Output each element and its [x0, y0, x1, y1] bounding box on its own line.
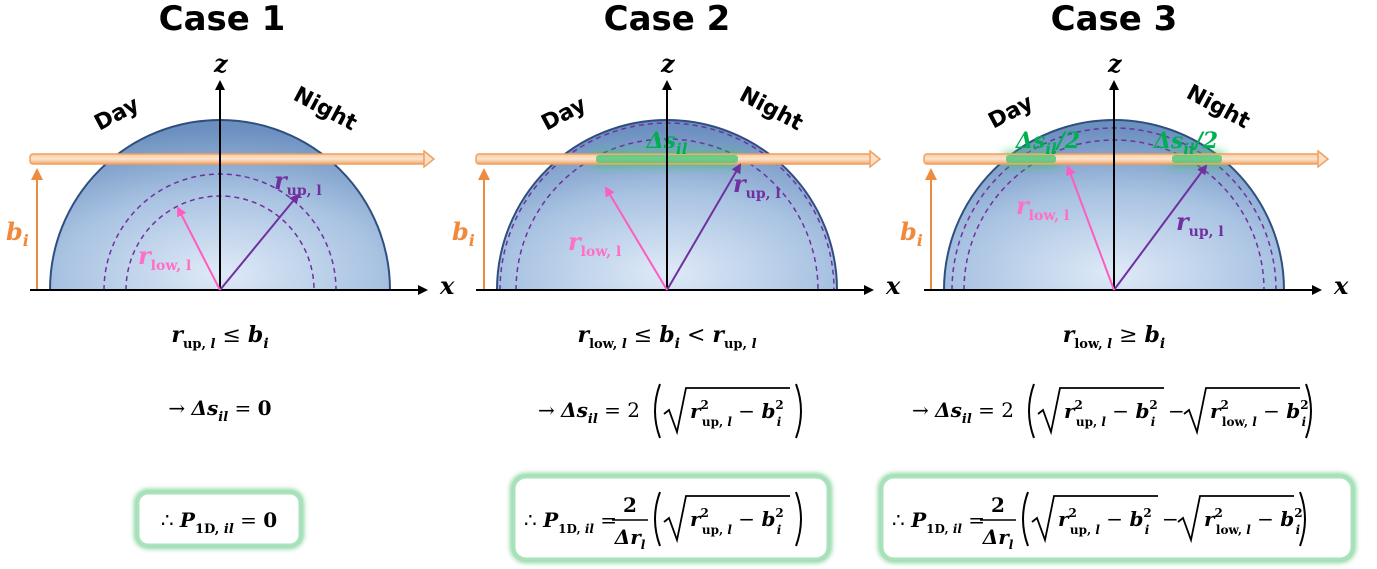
impact-parameter-label: bi [900, 217, 923, 250]
svg-text:→ Δsil = 2: → Δsil = 2 [538, 398, 640, 427]
x-axis-label: x [1333, 271, 1349, 300]
day-label: Day [90, 92, 143, 136]
path-segment-day [1006, 155, 1056, 163]
svg-text:∴ P1D, il =: ∴ P1D, il = [892, 508, 985, 536]
lower-radius-label: rlow, l [568, 227, 621, 260]
panel-case-1: Case 1 bi x z Day Night rup, l rlow, l r… [6, 0, 455, 549]
upper-radius-label: rup, l [274, 166, 322, 199]
svg-text:2: 2 [623, 493, 637, 517]
panel-case-2: Case 2 Δsil bi x z Day Night rup, l rlow… [452, 0, 901, 563]
x-axis-label: x [439, 271, 455, 300]
day-label: Day [537, 92, 590, 136]
path-segment-label-night: Δsil/2 [1153, 128, 1218, 158]
panel-case-3: Case 3 Δsil/2 Δsil/2 bi x z Day Night ru… [878, 0, 1356, 563]
lower-radius-label: rlow, l [138, 241, 191, 274]
z-axis-label: z [1107, 49, 1123, 78]
svg-text:→ Δsil = 2: → Δsil = 2 [912, 398, 1014, 427]
svg-text:∴ P1D, il =: ∴ P1D, il = [524, 508, 617, 536]
result-box [136, 491, 302, 547]
condition-equation: rup, l ≤ bi [171, 322, 268, 352]
path-segment-night [1172, 155, 1222, 163]
path-length-equation: → Δsil = 0 [168, 396, 271, 425]
upper-radius-arrow [1113, 164, 1208, 291]
lower-radius-arrow [1066, 165, 1115, 291]
result-box [512, 475, 830, 561]
path-segment-label: Δsil [646, 128, 688, 158]
path-segment-label-day: Δsil/2 [1015, 128, 1080, 158]
condition-equation: rlow, l ≤ bi < rup, l [577, 322, 756, 352]
ray-arrowhead [423, 149, 436, 169]
night-label: Night [289, 82, 361, 136]
lower-radius-arrow [177, 206, 221, 291]
ray-beam [923, 153, 1321, 165]
night-label: Night [1182, 80, 1254, 134]
case-title: Case 1 [159, 0, 286, 39]
upper-radius-label: rup, l [1176, 207, 1224, 240]
ray-arrowhead [1317, 149, 1330, 169]
case-title: Case 3 [1051, 0, 1178, 39]
probability-equation: ∴ P1D, il = 0 [161, 508, 277, 537]
z-axis-label: z [660, 49, 676, 78]
impact-parameter-label: bi [452, 217, 475, 250]
svg-text:Δrl: Δrl [982, 525, 1014, 552]
x-axis-label: x [885, 271, 901, 300]
case-title: Case 2 [604, 0, 731, 39]
night-label: Night [735, 82, 807, 136]
lower-radius-label: rlow, l [1016, 191, 1069, 224]
upper-radius-arrow [219, 193, 300, 291]
upper-radius-label: rup, l [733, 169, 781, 202]
condition-equation: rlow, l ≥ bi [1063, 322, 1165, 352]
svg-text:−: − [1162, 507, 1179, 531]
lower-radius-arrow [604, 186, 668, 291]
result-box [880, 475, 1354, 561]
z-axis-label: z [213, 49, 229, 78]
svg-text:Δrl: Δrl [614, 525, 646, 552]
impact-parameter-label: bi [6, 217, 29, 250]
ray-beam [29, 153, 427, 165]
upper-radius-arrow [666, 163, 742, 291]
svg-text:−: − [1168, 399, 1185, 423]
ray-arrowhead [869, 149, 882, 169]
svg-text:2: 2 [991, 493, 1005, 517]
